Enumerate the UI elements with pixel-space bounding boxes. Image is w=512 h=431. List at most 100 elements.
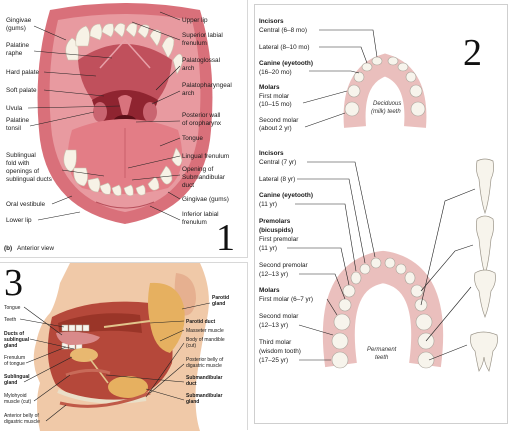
label-p3-posterior-belly: Posterior belly of: [186, 357, 224, 363]
molar-tooth: [470, 331, 498, 372]
label-p3-gland-2: gland: [4, 380, 17, 386]
label-of-oropharynx: of oropharynx: [182, 120, 222, 127]
label-posterior-wall: Posterior wall: [182, 112, 220, 119]
label-tongue: Tongue: [182, 135, 203, 142]
label-p3-of-tongue: of tongue: [4, 361, 25, 367]
sublingual-gland: [70, 348, 98, 362]
caption-text: Anterior view: [17, 245, 54, 252]
label-deciduous-incisors: Incisors: [259, 18, 284, 25]
panel3-right-leader-lines: [105, 302, 211, 401]
deciduous-teeth: [344, 56, 426, 117]
label-permanent-premolars: Premolars: [259, 218, 291, 225]
label-p3-ducts-of: Ducts of: [4, 331, 24, 337]
incisor-tooth: [475, 158, 495, 215]
panel3-left-labels: Tongue Teeth Ducts of sublingual gland F…: [4, 305, 40, 425]
deciduous-gum-arch: [343, 53, 427, 128]
submandibular-gland: [108, 376, 148, 398]
teeth-illustration: 2 Deciduous (milk) teeth Incisors Centra…: [259, 18, 498, 372]
label-permanent-bicuspids: (bicuspids): [259, 227, 293, 234]
permanent-labels: Incisors Central (7 yr) Lateral (8 yr) C…: [259, 150, 313, 364]
label-p3-teeth: Teeth: [4, 317, 16, 323]
label-gingivae: Gingivae: [6, 17, 32, 24]
label-p3-digastric-2: digastric muscle: [186, 363, 222, 369]
label-palatine-2: Palatine: [6, 117, 30, 124]
premolar-tooth: [474, 269, 496, 318]
label-duct: duct: [182, 182, 194, 189]
label-lingual-frenulum: Lingual frenulum: [182, 153, 229, 160]
salivary-glands-illustration: 3 Tongue Teeth Ducts of sublingual gland…: [4, 262, 229, 431]
salivary-glands-panel: 3 Tongue Teeth Ducts of sublingual gland…: [0, 262, 248, 431]
label-p3-submandibular: Submandibular: [186, 375, 222, 381]
label-permanent-second-molar-age: (12–13 yr): [259, 322, 288, 329]
mylohyoid-muscle: [65, 368, 111, 377]
label-fold-with: fold with: [6, 160, 30, 167]
right-labels: Upper lip Superior labial frenulum Palat…: [182, 17, 232, 226]
label-deciduous-central: Central (6–8 mo): [259, 27, 307, 34]
label-arch: arch: [182, 65, 195, 72]
label-p3-masseter: Masseter muscle: [186, 328, 224, 334]
panel-number-3: 3: [4, 262, 23, 304]
label-p3-cut: (cut): [186, 343, 196, 349]
label-p3-parotid: Parotid: [212, 295, 229, 301]
label-p3-anterior-belly: Anterior belly of: [4, 413, 39, 419]
label-p3-sublingual-2: Sublingual: [4, 374, 30, 380]
panel3-tongue: [56, 331, 100, 345]
deciduous-labels: Incisors Central (6–8 mo) Lateral (8–10 …: [259, 18, 313, 132]
label-frenulum: frenulum: [182, 40, 207, 47]
mandible-body: [57, 389, 147, 404]
parotid-gland: [148, 282, 185, 353]
teeth-development-panel: 2 Deciduous (milk) teeth Incisors Centra…: [254, 4, 508, 424]
label-p3-mylohyoid: Mylohyoid: [4, 393, 27, 399]
right-leader-lines: [127, 11, 181, 221]
permanent-arch-label-2: teeth: [375, 355, 389, 361]
label-frenulum-2: frenulum: [182, 219, 207, 226]
label-deciduous-second-molar-age: (about 2 yr): [259, 125, 292, 132]
label-soft-palate: Soft palate: [6, 87, 37, 94]
label-permanent-wisdom-tooth: (wisdom tooth): [259, 348, 301, 355]
inferior-labial-frenulum: [95, 201, 155, 209]
oral-cavity-panel: Gingivae (gums) Palatine raphe Hard pala…: [0, 0, 248, 259]
label-inferior-labial: Inferior labial: [182, 211, 219, 218]
label-permanent-first-premolar-age: (11 yr): [259, 245, 277, 252]
label-palatoglossal: Palatoglossal: [182, 57, 220, 64]
label-permanent-incisors: Incisors: [259, 150, 284, 157]
label-permanent-first-premolar: First premolar: [259, 236, 299, 243]
label-deciduous-second-molar: Second molar: [259, 117, 299, 124]
label-sublingual-ducts: sublingual ducts: [6, 176, 52, 183]
label-deciduous-molars: Molars: [259, 84, 280, 91]
label-palatopharyngeal: Palatopharyngeal: [182, 82, 232, 89]
label-gums: (gums): [6, 25, 26, 32]
label-p3-digastric: digastric muscle: [4, 419, 40, 425]
label-p3-parotid-gland: gland: [212, 301, 225, 307]
uvula: [118, 95, 132, 116]
label-permanent-canine: Canine (eyetooth): [259, 192, 313, 199]
label-uvula: Uvula: [6, 105, 23, 112]
label-tonsil: tonsil: [6, 125, 21, 132]
palatine-tonsil-right: [143, 102, 157, 122]
label-p3-body-of-mandible: Body of mandible: [186, 337, 225, 343]
left-leader-lines: [27, 25, 121, 221]
label-p3-gland: gland: [4, 343, 17, 349]
canine-tooth: [475, 215, 495, 277]
permanent-arch-label-1: Permanent: [367, 347, 397, 353]
single-teeth: [470, 158, 498, 372]
label-raphe: raphe: [6, 50, 23, 57]
label-p3-gland-3: gland: [186, 399, 199, 405]
label-deciduous-lateral: Lateral (8–10 mo): [259, 44, 309, 51]
label-p3-sublingual: sublingual: [4, 337, 30, 343]
label-upper-lip: Upper lip: [182, 17, 208, 24]
palatine-tonsil-left: [93, 102, 107, 122]
label-submandibular: Submandibular: [182, 174, 226, 181]
label-permanent-third-molar-age: (17–25 yr): [259, 357, 288, 364]
label-permanent-second-premolar: Second premolar: [259, 262, 309, 269]
deciduous-arch-label-2: (milk) teeth: [371, 109, 401, 115]
panel3-right-labels: Parotid gland Parotid duct Masseter musc…: [186, 295, 229, 405]
label-sublingual: Sublingual: [6, 152, 36, 159]
label-permanent-canine-age: (11 yr): [259, 201, 277, 208]
label-lower-lip: Lower lip: [6, 217, 32, 224]
label-p3-parotid-duct: Parotid duct: [186, 319, 216, 325]
label-p3-duct: duct: [186, 381, 197, 387]
label-permanent-lateral: Lateral (8 yr): [259, 176, 295, 183]
label-permanent-second-molar: Second molar: [259, 313, 299, 320]
palatine-raphe: [99, 38, 151, 69]
